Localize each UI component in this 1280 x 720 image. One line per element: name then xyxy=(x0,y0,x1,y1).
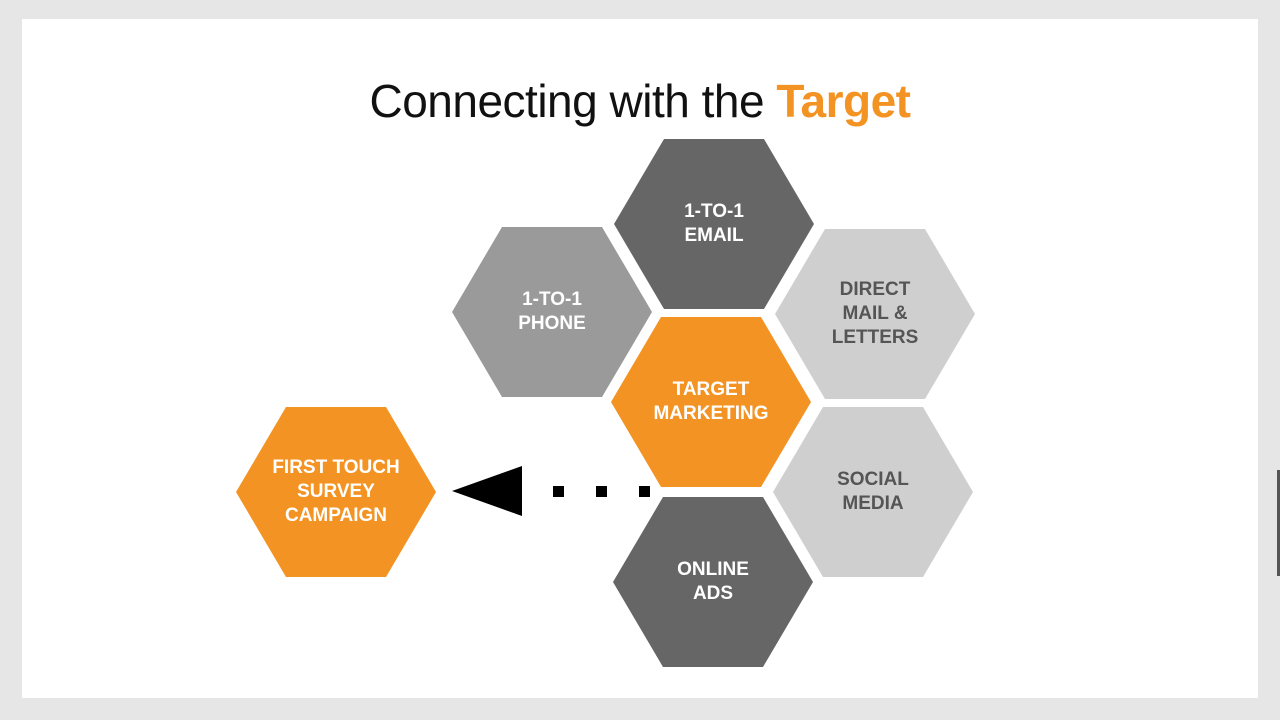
connector-dot xyxy=(553,486,564,497)
connector-dot xyxy=(596,486,607,497)
slide-title: Connecting with the Target xyxy=(22,71,1258,131)
scrollbar-thumb[interactable] xyxy=(1277,470,1280,576)
title-accent: Target xyxy=(776,75,911,127)
arrow-head-left xyxy=(452,466,522,516)
connector-dot xyxy=(639,486,650,497)
title-prefix: Connecting with the xyxy=(369,75,777,127)
